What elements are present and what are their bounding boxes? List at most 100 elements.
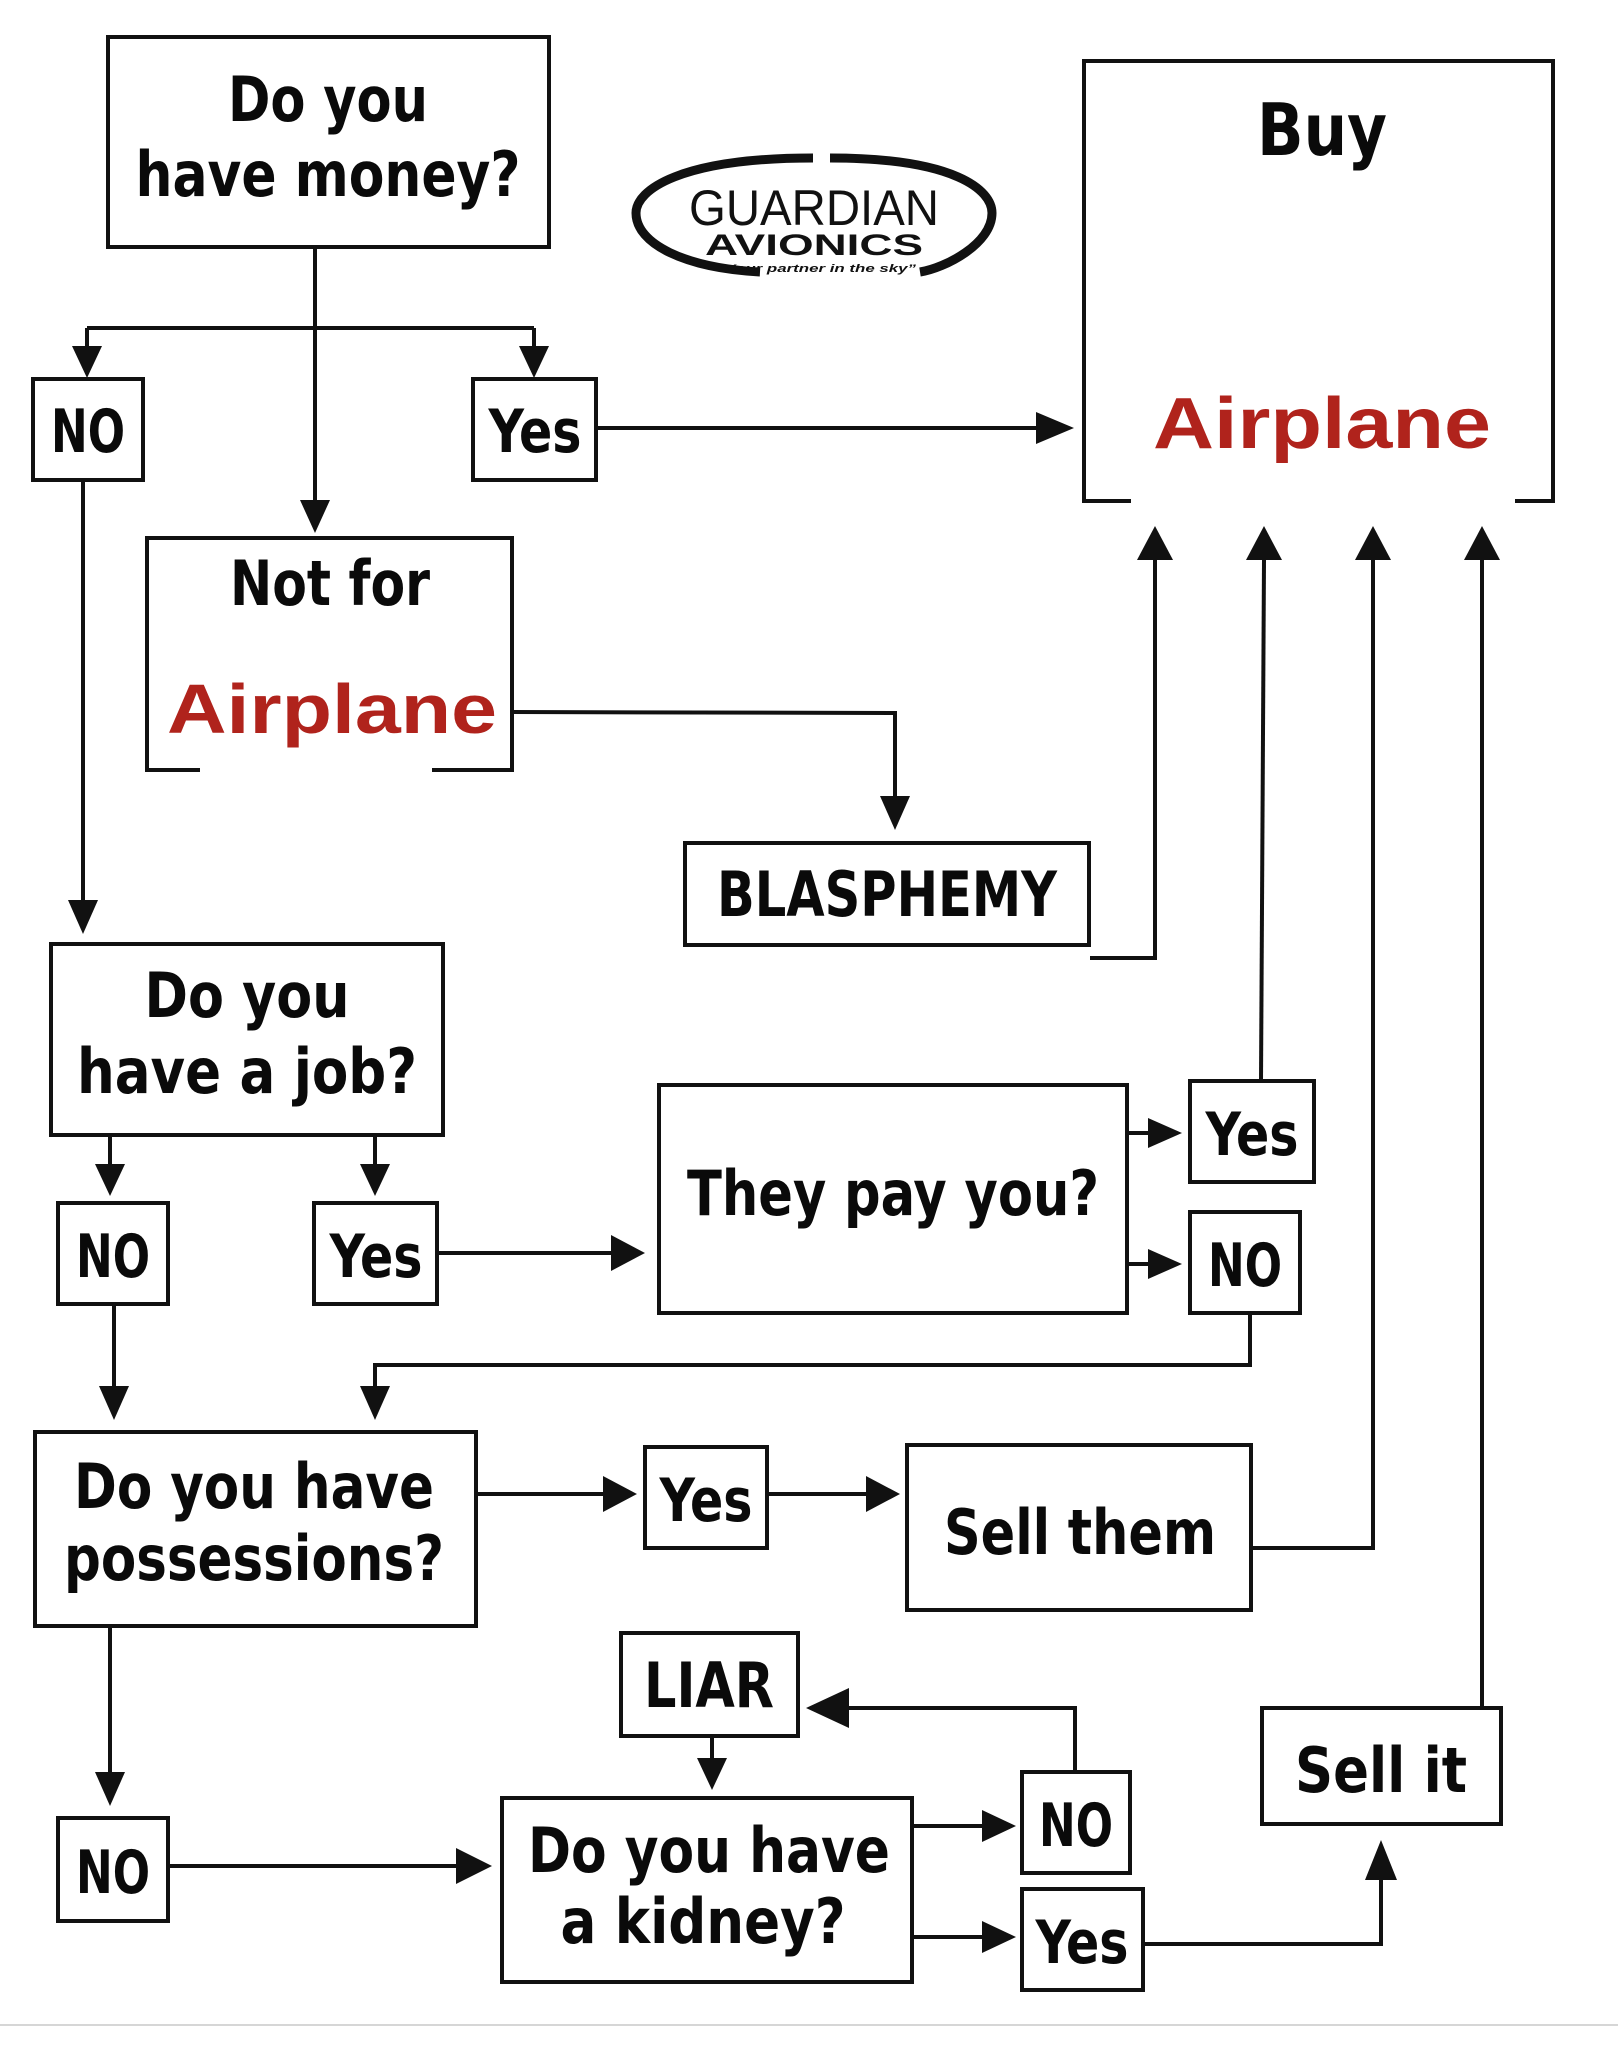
node-box <box>471 377 598 482</box>
node-box <box>905 1443 1253 1612</box>
node-box <box>643 1445 769 1550</box>
node-job-yes[interactable]: Yes <box>312 1201 439 1306</box>
node-job-question[interactable]: Do you have a job? <box>49 942 445 1137</box>
arrowhead-right-icon <box>866 1476 900 1512</box>
node-pay-yes[interactable]: Yes <box>1188 1079 1316 1184</box>
node-text: NO <box>76 1222 150 1292</box>
node-text: LIAR <box>644 1649 774 1722</box>
node-text: Buy <box>1257 88 1387 172</box>
node-kidney-question[interactable]: Do you have a kidney? <box>500 1796 914 1984</box>
node-text: a kidney? <box>561 1885 846 1958</box>
logo-text-guardian: GUARDIAN <box>689 180 939 236</box>
node-box <box>106 35 551 249</box>
bottom-divider <box>0 2024 1618 2026</box>
guardian-avionics-logo: GUARDIAN AVIONICS “Your partner in the s… <box>631 153 997 277</box>
arrowhead-left-icon <box>806 1688 849 1728</box>
arrowhead-right-icon <box>1036 412 1074 444</box>
node-box <box>33 1430 478 1628</box>
node-text: Yes <box>659 1466 753 1536</box>
node-kidney-no[interactable]: NO <box>1020 1770 1132 1875</box>
logo-ellipse-arc <box>829 153 997 277</box>
node-text: Sell them <box>944 1496 1216 1569</box>
node-text: Sell it <box>1295 1734 1467 1807</box>
node-not-for-airplane[interactable]: Not for Airplane <box>145 536 514 772</box>
node-possessions-yes[interactable]: Yes <box>643 1445 769 1550</box>
arrowhead-down-icon <box>360 1386 390 1420</box>
arrowhead-down-icon <box>72 346 102 378</box>
node-kidney-yes[interactable]: Yes <box>1020 1887 1145 1992</box>
node-box <box>500 1796 914 1984</box>
node-text: BLASPHEMY <box>717 858 1058 931</box>
node-box <box>683 841 1091 947</box>
node-money-yes[interactable]: Yes <box>471 377 598 482</box>
arrowhead-down-icon <box>360 1164 390 1196</box>
arrowhead-up-icon <box>1137 526 1173 560</box>
node-text-highlight: Airplane <box>167 670 497 748</box>
node-text: Yes <box>488 397 582 467</box>
connector-kidneyno-to-liar <box>845 1706 1077 1772</box>
node-liar[interactable]: LIAR <box>619 1631 800 1738</box>
logo-text-avionics: AVIONICS <box>705 229 923 262</box>
node-box <box>145 536 514 772</box>
connector-payno-to-possessions <box>373 1314 1252 1390</box>
node-box <box>1260 1706 1503 1826</box>
node-text-highlight: Airplane <box>1153 384 1491 464</box>
node-text: have money? <box>136 138 521 211</box>
node-box <box>1020 1887 1145 1992</box>
node-text: have a job? <box>77 1035 417 1108</box>
arrowhead-down-icon <box>95 1772 125 1806</box>
arrowhead-right-icon <box>456 1848 492 1884</box>
arrowhead-down-icon <box>519 346 549 378</box>
node-box <box>619 1631 800 1738</box>
node-text: Not for <box>230 547 430 620</box>
node-box <box>312 1201 439 1306</box>
node-pay-no[interactable]: NO <box>1188 1210 1302 1315</box>
node-pay-question[interactable]: They pay you? <box>657 1083 1129 1315</box>
node-buy-airplane[interactable]: Buy Airplane <box>1082 59 1555 503</box>
node-possessions-no[interactable]: NO <box>56 1816 170 1923</box>
node-text: possessions? <box>64 1522 444 1595</box>
node-text: NO <box>1208 1231 1282 1301</box>
arrowhead-right-icon <box>1148 1118 1182 1148</box>
arrowhead-up-icon <box>1464 526 1500 560</box>
node-sell-it[interactable]: Sell it <box>1260 1706 1503 1826</box>
node-job-no[interactable]: NO <box>56 1201 170 1306</box>
logo-ellipse-arc <box>631 153 814 277</box>
connector-notfor-to-blasphemy <box>511 710 897 800</box>
node-sell-them[interactable]: Sell them <box>905 1443 1253 1612</box>
node-box <box>56 1201 170 1306</box>
node-text: NO <box>76 1838 150 1908</box>
arrowhead-right-icon <box>1148 1249 1182 1279</box>
node-money-question[interactable]: Do you have money? <box>106 35 551 249</box>
arrowhead-right-icon <box>982 1921 1016 1953</box>
node-text: Yes <box>1035 1908 1129 1978</box>
node-text: Do you have <box>74 1450 434 1523</box>
node-box <box>1020 1770 1132 1875</box>
arrowhead-down-icon <box>95 1164 125 1196</box>
node-possessions-question[interactable]: Do you have possessions? <box>33 1430 478 1628</box>
node-box <box>49 942 445 1137</box>
arrowhead-up-icon <box>1246 526 1282 560</box>
arrowhead-down-icon <box>99 1386 129 1420</box>
node-box <box>1082 59 1555 503</box>
connector-blasphemy-to-buy <box>1090 560 1157 960</box>
node-box <box>1188 1210 1302 1315</box>
node-text: Yes <box>1205 1100 1299 1170</box>
node-text: Do you <box>145 959 350 1032</box>
arrowhead-right-icon <box>603 1476 637 1512</box>
node-money-no[interactable]: NO <box>31 377 145 482</box>
connector-sellthem-to-buy <box>1251 560 1375 1550</box>
arrowhead-down-icon <box>697 1758 727 1790</box>
arrowhead-up-icon <box>1365 1840 1397 1880</box>
connector-kidneyyes-to-sellit <box>1143 1880 1383 1946</box>
node-text: Yes <box>329 1222 423 1292</box>
connectors <box>81 247 1484 1946</box>
node-text: Do you have <box>528 1814 890 1887</box>
logo-tagline: “Your partner in the sky” <box>716 263 917 275</box>
node-text: Do you <box>228 63 428 136</box>
node-blasphemy[interactable]: BLASPHEMY <box>683 841 1091 947</box>
arrowhead-right-icon <box>982 1810 1016 1842</box>
node-box <box>56 1816 170 1923</box>
node-box <box>31 377 145 482</box>
arrowhead-down-icon <box>300 500 330 533</box>
